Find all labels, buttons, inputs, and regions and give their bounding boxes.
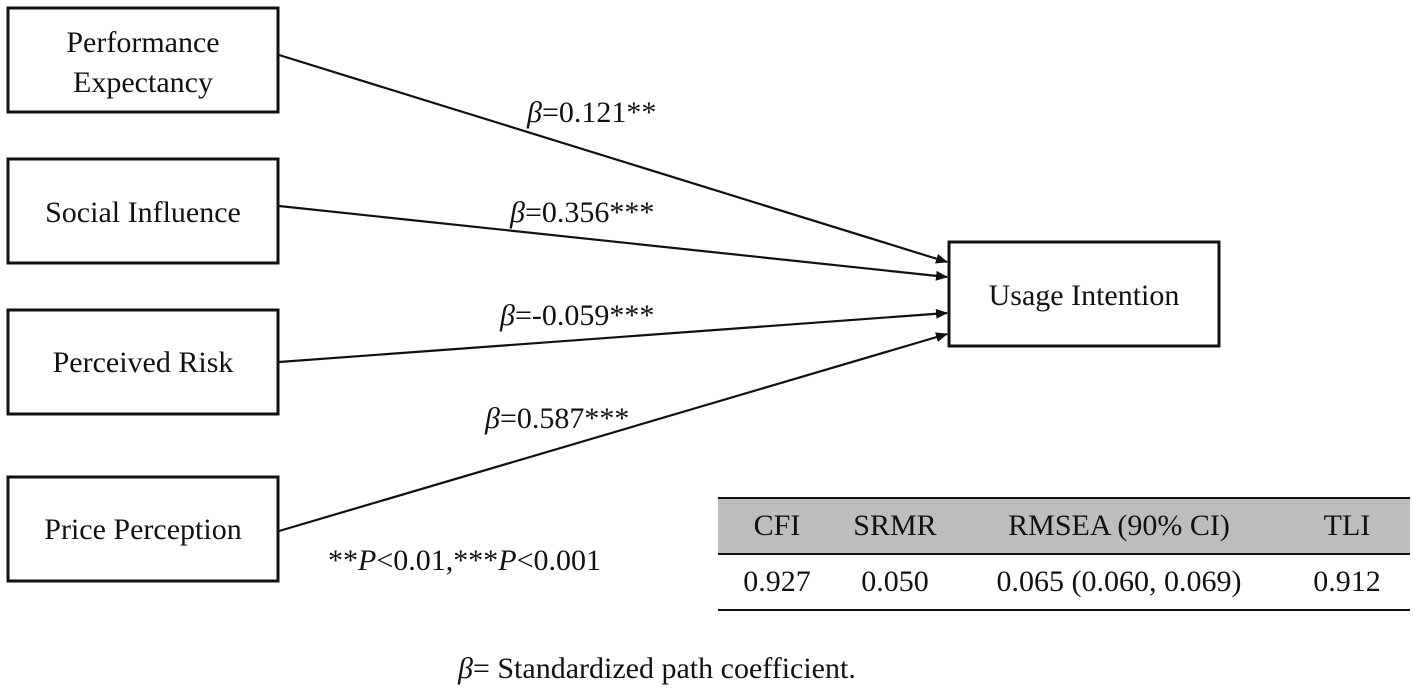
node-label: Social Influence	[45, 196, 241, 229]
path-coefficient-label: β=0.121**	[526, 96, 656, 129]
coefficient-value: =-0.059***	[515, 299, 654, 332]
header-tli: TLI	[1284, 497, 1410, 555]
beta-symbol: β	[458, 652, 473, 685]
path-coefficient-label: β=-0.059***	[499, 299, 654, 332]
value-tli: 0.912	[1284, 554, 1410, 611]
coefficient-value: =0.121**	[542, 96, 656, 129]
table-header-row: CFI SRMR RMSEA (90% CI) TLI	[718, 497, 1410, 555]
path-coefficient-label: β=0.356***	[509, 196, 654, 229]
node-label-line-1: Performance	[66, 26, 219, 59]
node-perceived-risk: Perceived Risk	[6, 308, 280, 416]
path-arrow-performance-expectancy	[278, 53, 948, 264]
coefficient-value: =0.587***	[500, 402, 629, 435]
note-p-symbol: P	[358, 544, 377, 577]
significance-note: **P<0.01,***P<0.001	[328, 544, 601, 578]
node-label-line-2: Expectancy	[73, 66, 213, 99]
header-srmr: SRMR	[836, 497, 954, 555]
beta-symbol: β	[526, 96, 542, 129]
note-p-symbol: P	[498, 544, 517, 577]
value-srmr: 0.050	[836, 554, 954, 611]
path-arrow-social-influence	[278, 204, 948, 281]
note-stars: **	[328, 544, 358, 577]
path-arrow-perceived-risk	[278, 308, 948, 364]
path-arrow-price-perception	[278, 332, 948, 533]
node-usage-intention: Usage Intention	[947, 240, 1221, 348]
node-label: Price Perception	[44, 513, 241, 546]
note-threshold: <0.01,***	[376, 544, 499, 577]
header-cfi: CFI	[718, 497, 836, 555]
caption-text: = Standardized path coefficient.	[472, 652, 856, 685]
node-label: Perceived Risk	[53, 346, 234, 379]
figure-caption: β= Standardized path coefficient.	[458, 652, 856, 686]
value-rmsea: 0.065 (0.060, 0.069)	[954, 554, 1284, 611]
table-row: 0.927 0.050 0.065 (0.060, 0.069) 0.912	[718, 554, 1410, 611]
beta-symbol: β	[484, 402, 500, 435]
header-rmsea: RMSEA (90% CI)	[954, 497, 1284, 555]
node-social-influence: Social Influence	[6, 157, 280, 265]
path-coefficient-label: β=0.587***	[484, 402, 629, 435]
value-cfi: 0.927	[718, 554, 836, 611]
node-performance-expectancy: Performance Expectancy	[6, 6, 280, 114]
beta-symbol: β	[499, 299, 515, 332]
node-price-perception: Price Perception	[6, 475, 280, 583]
coefficient-value: =0.356***	[525, 196, 654, 229]
beta-symbol: β	[509, 196, 525, 229]
note-threshold: <0.001	[516, 544, 601, 577]
model-fit-table: CFI SRMR RMSEA (90% CI) TLI 0.927 0.050 …	[718, 497, 1410, 611]
node-label: Usage Intention	[989, 279, 1180, 312]
